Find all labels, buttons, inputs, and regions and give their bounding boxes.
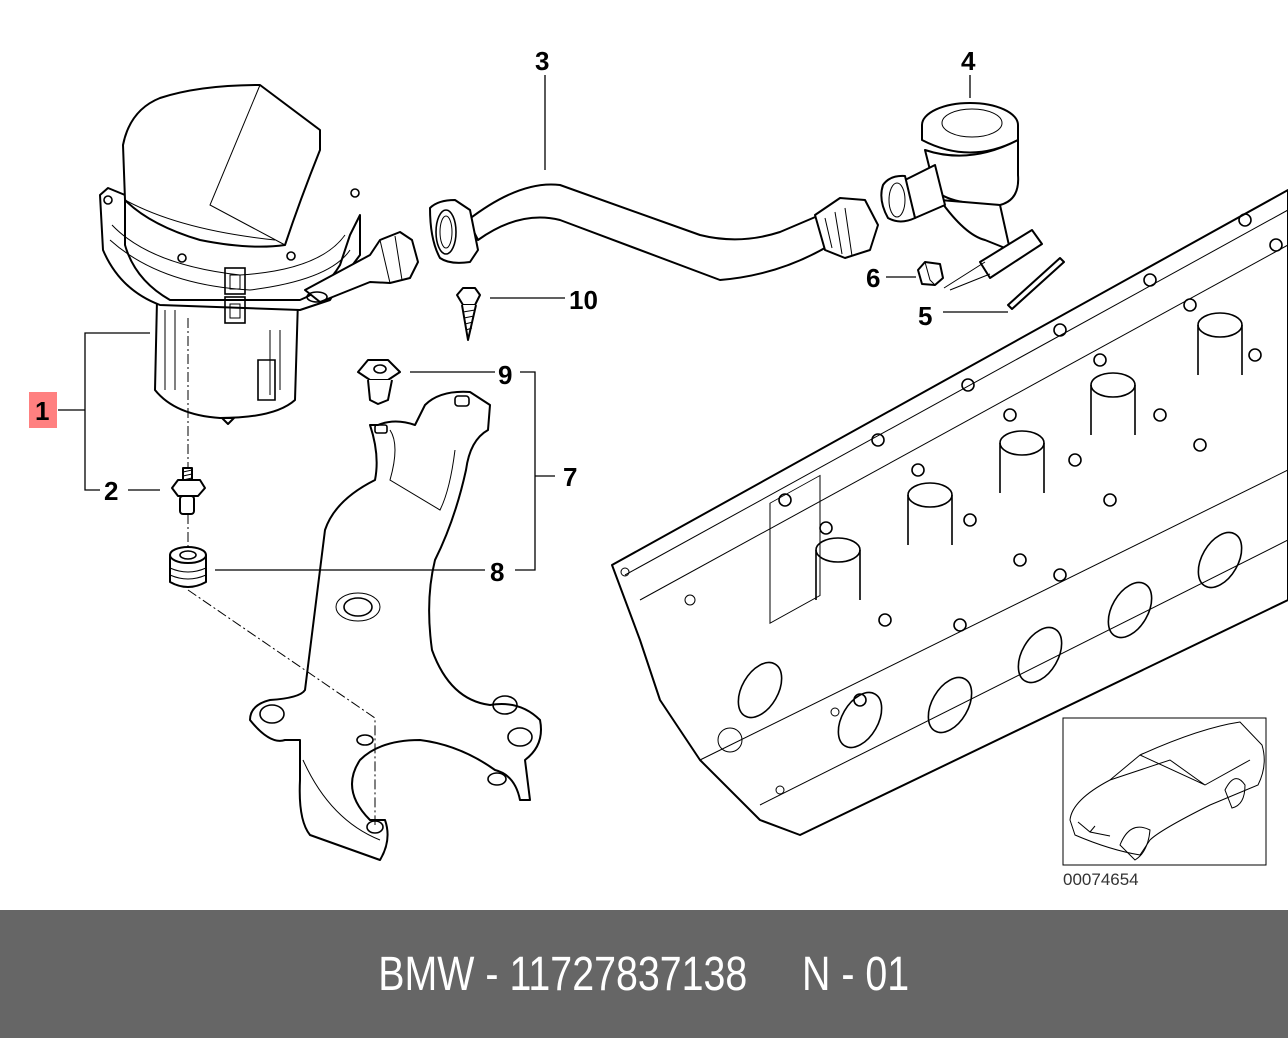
screw-drawing [456, 287, 481, 341]
bracket-drawing [249, 390, 542, 861]
part-number: 11727837138 [509, 947, 748, 1001]
check-valve-drawing [880, 102, 1065, 310]
callout-9[interactable]: 9 [498, 360, 512, 390]
separator: - [474, 947, 510, 1001]
gap [748, 948, 803, 1001]
mounting-stud-drawing [171, 467, 206, 515]
vehicle-inset: 00074654 [1062, 717, 1267, 889]
callout-6[interactable]: 6 [866, 263, 880, 293]
callout-8[interactable]: 8 [490, 557, 504, 587]
brand-label: BMW [378, 947, 475, 1001]
footer-text: BMW - 11727837138 N - 01 [379, 947, 910, 1002]
nut-drawing [917, 261, 944, 286]
leader-lines [58, 75, 1008, 825]
rubber-mount-drawing [169, 546, 207, 588]
callout-7[interactable]: 7 [563, 462, 577, 492]
air-hose-drawing [429, 183, 879, 281]
reference-number: 00074654 [1063, 870, 1139, 889]
callout-label-1: 1 [35, 396, 49, 426]
callout-2[interactable]: 2 [104, 476, 118, 506]
air-pump-drawing [99, 84, 419, 425]
callout-4[interactable]: 4 [961, 46, 976, 76]
clip-nut-drawing [357, 359, 401, 405]
parts-diagram: 00074654 [29, 46, 1288, 889]
callout-5[interactable]: 5 [918, 301, 932, 331]
callout-10[interactable]: 10 [569, 285, 598, 315]
callout-1[interactable]: 1 [29, 392, 57, 428]
part-number-footer: BMW - 11727837138 N - 01 [0, 910, 1288, 1038]
callout-highlight [29, 392, 57, 428]
callout-3[interactable]: 3 [535, 46, 549, 76]
cylinder-head-drawing [611, 189, 1288, 836]
position-code: N - 01 [802, 947, 910, 1001]
